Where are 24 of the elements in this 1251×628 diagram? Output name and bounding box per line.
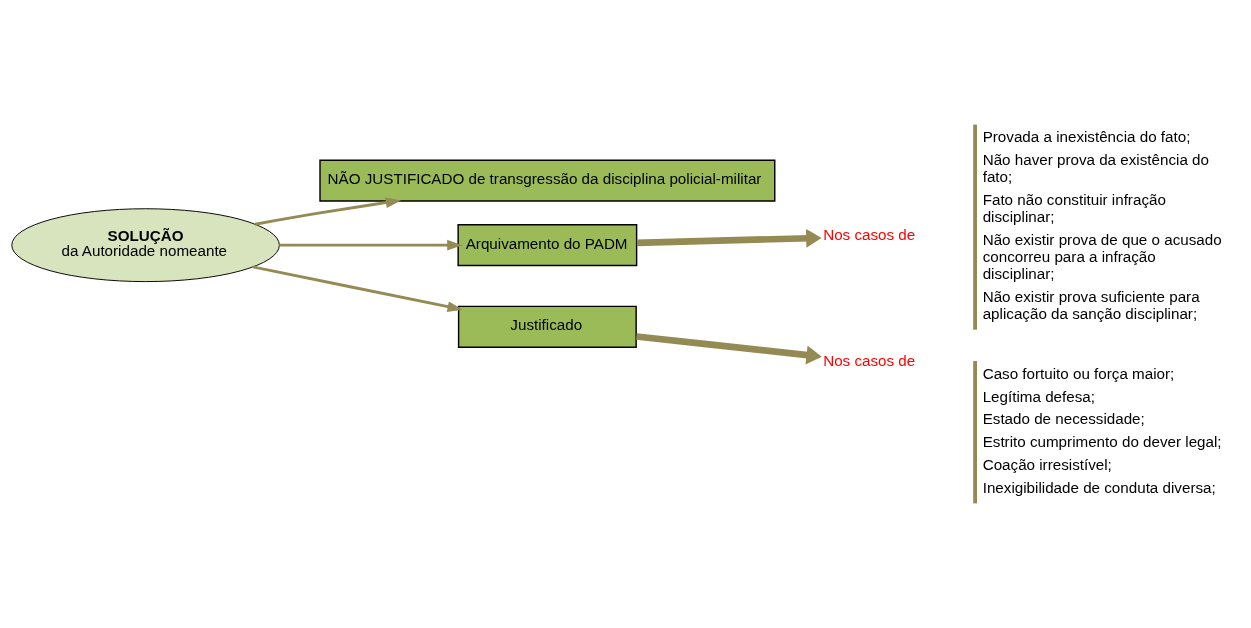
node-label: Coação irresistível; bbox=[982, 455, 1112, 473]
arrow bbox=[279, 239, 463, 251]
node-label: Provada a inexistência do fato; bbox=[982, 128, 1191, 146]
node-label: Legítima defesa; bbox=[982, 387, 1095, 405]
node-label: Fato não constituir infração disciplinar; bbox=[982, 191, 1166, 226]
arrow bbox=[636, 228, 822, 248]
node-box: NÃO JUSTIFICADO de transgressão da disciplina policial-militar bbox=[319, 159, 776, 202]
node-label: Não existir prova de que o acusado concorreu para a infração disciplinar; bbox=[982, 230, 1222, 283]
node-label: Não existir prova suficiente para aplicação da sanção disciplinar; bbox=[982, 287, 1200, 323]
node-label: Estado de necessidade; bbox=[982, 410, 1145, 428]
node-label: Inexigibilidade de conduta diversa; bbox=[982, 478, 1216, 496]
node-box: Arquivamento do PADM bbox=[457, 224, 638, 267]
arrow bbox=[636, 333, 822, 365]
node-box bbox=[973, 124, 977, 330]
node-box: Justificado bbox=[457, 305, 637, 348]
node-label: Estrito cumprimento do dever legal; bbox=[982, 433, 1222, 451]
arrow bbox=[254, 197, 402, 226]
node-text: Nos casos de bbox=[823, 351, 916, 369]
node-ellipse: SOLUÇÃO da Autoridade nomeante bbox=[11, 208, 280, 283]
node-label: Caso fortuito ou força maior; bbox=[982, 364, 1175, 382]
node-text: Nos casos de bbox=[823, 226, 916, 244]
node-box bbox=[973, 361, 977, 504]
arrow bbox=[252, 265, 463, 312]
node-label: Não haver prova da existência do fato; bbox=[982, 151, 1209, 186]
